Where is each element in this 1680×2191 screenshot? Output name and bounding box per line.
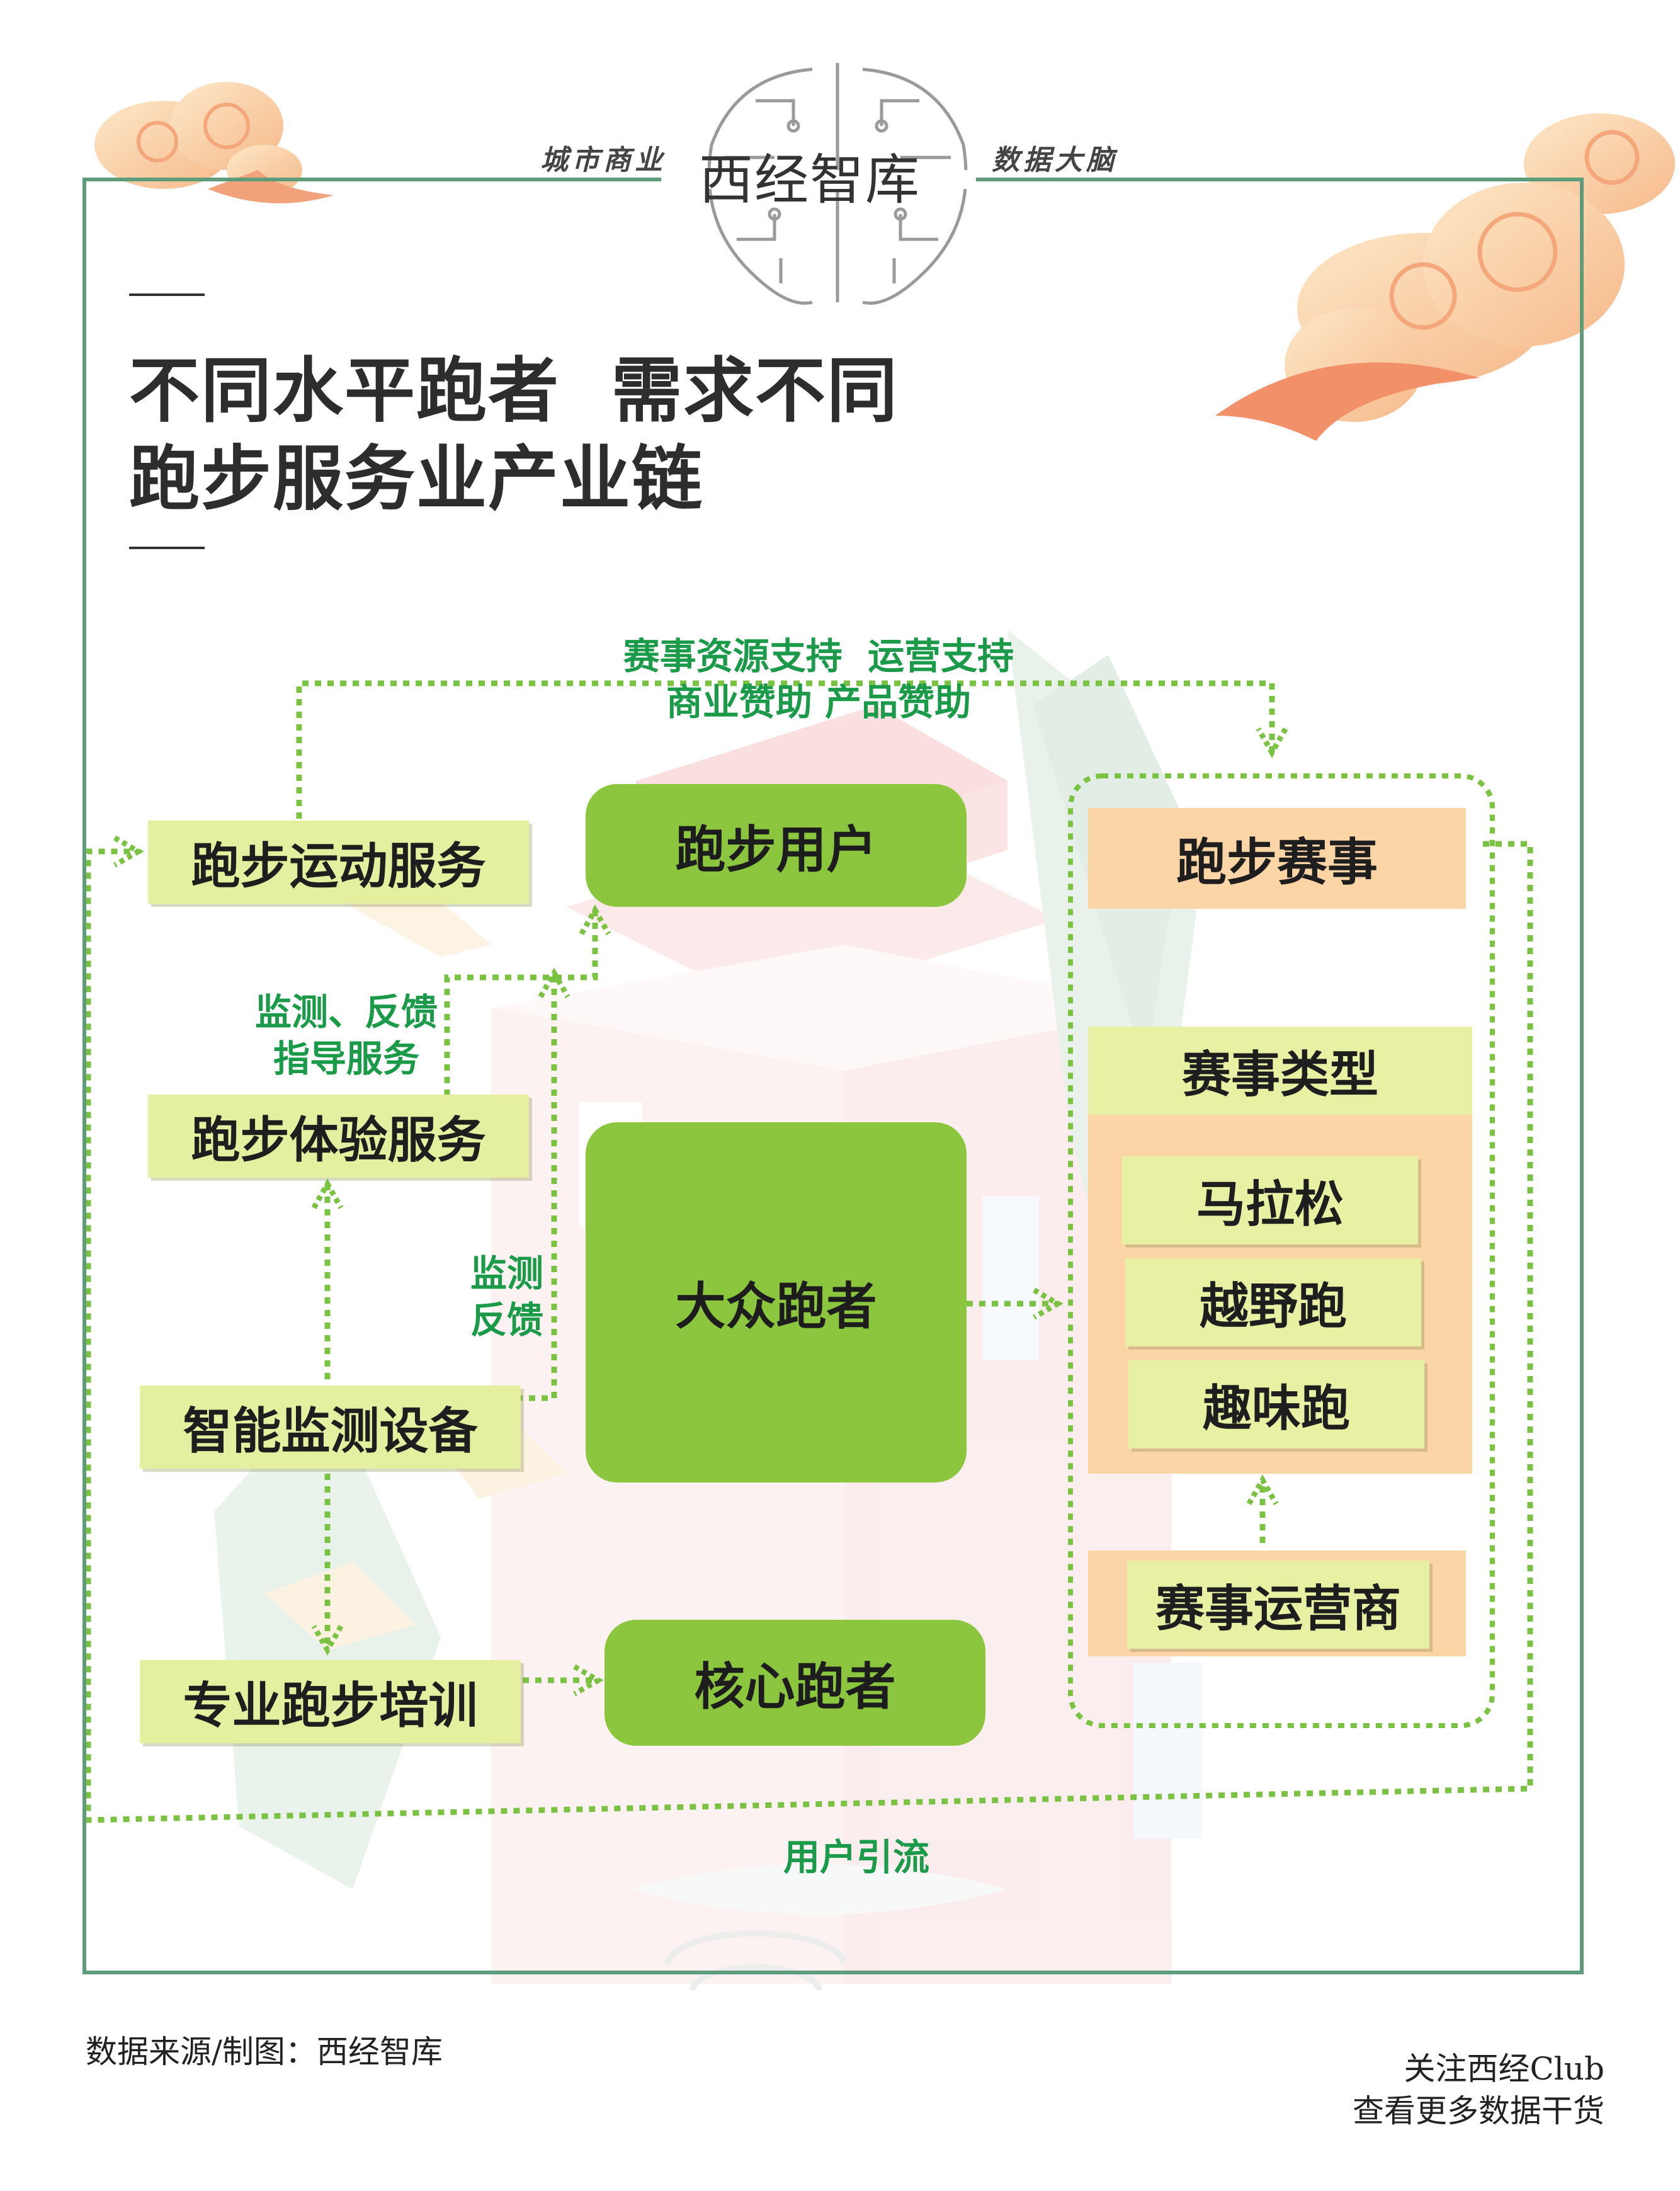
node-pro-training: 专业跑步培训 — [140, 1660, 521, 1743]
cloud-right-icon — [1215, 113, 1675, 441]
node-experience-service: 跑步体验服务 — [148, 1095, 529, 1178]
node-mass-runners: 大众跑者 — [586, 1122, 967, 1482]
header-right-tag: 数据大脑 — [992, 144, 1118, 176]
page-title-line1: 不同水平跑者 需求不同 — [129, 350, 899, 432]
node-smart-device: 智能监测设备 — [140, 1386, 521, 1469]
node-running-users: 跑步用户 — [586, 784, 967, 907]
node-running-events: 跑步赛事 — [1088, 808, 1466, 909]
label-user-traffic: 用户引流 — [783, 1836, 929, 1879]
frame-gap — [661, 170, 976, 189]
label-top-support-1: 赛事资源支持 运营支持 — [623, 635, 1014, 678]
node-trail-run: 越野跑 — [1125, 1258, 1421, 1346]
node-running-service: 跑步运动服务 — [148, 821, 529, 904]
footer-follow-1: 关注西经Club — [1404, 2051, 1604, 2087]
header-left-tag: 城市商业 — [540, 144, 666, 176]
node-fun-run: 趣味跑 — [1128, 1360, 1424, 1448]
page-title-line2: 跑步服务业产业链 — [129, 438, 703, 520]
node-marathon: 马拉松 — [1122, 1156, 1418, 1244]
label-monitor-feedback-guidance: 监测、反馈 指导服务 — [254, 991, 438, 1080]
node-event-types: 赛事类型 — [1088, 1027, 1472, 1115]
node-core-runners: 核心跑者 — [604, 1620, 985, 1746]
node-event-operator: 赛事运营商 — [1127, 1561, 1429, 1649]
label-monitor-feedback: 监测 反馈 — [470, 1252, 543, 1341]
logo-title: 西经智库 — [699, 149, 921, 212]
title-dash-bottom — [129, 547, 205, 549]
label-top-support-2: 商业赞助 产品赞助 — [666, 681, 972, 724]
footer-follow-2: 查看更多数据干货 — [1353, 2093, 1604, 2129]
footer-source: 数据来源/制图：西经智库 — [86, 2034, 443, 2070]
logo-brain-icon — [707, 63, 968, 305]
events-group-border — [1068, 773, 1495, 1728]
title-dash-top — [129, 293, 205, 296]
